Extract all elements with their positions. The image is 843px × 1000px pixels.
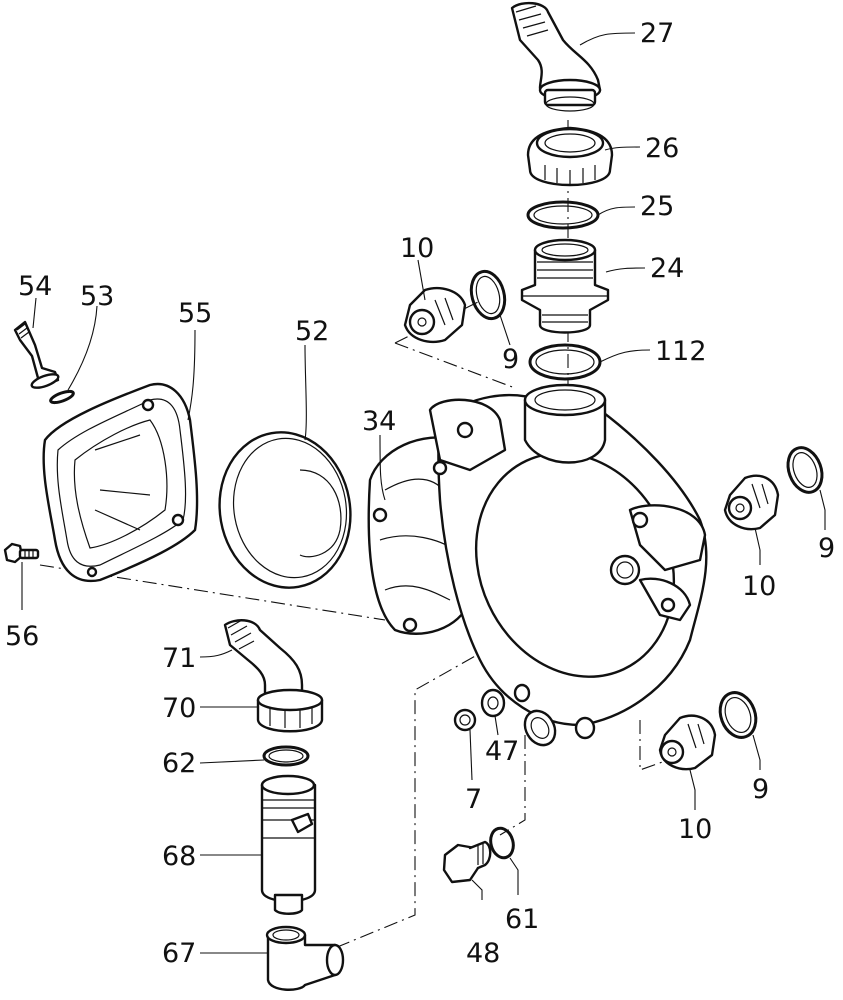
label-70: 70	[162, 693, 196, 724]
part-9-seal-bottom-right	[718, 691, 758, 739]
part-9-seal-right	[786, 446, 824, 494]
part-34-pump-housing	[367, 383, 708, 747]
part-55-diaphragm-cover	[42, 382, 199, 583]
label-67: 67	[162, 938, 196, 969]
part-48-drain-plug	[442, 840, 492, 884]
label-10-bottom-right: 10	[678, 814, 712, 845]
label-10-right: 10	[742, 571, 776, 602]
label-10-top-left: 10	[400, 233, 434, 264]
part-10-valve-top-left	[403, 286, 467, 344]
leader-lines	[21, 32, 826, 954]
part-56-bolt	[3, 542, 40, 564]
part-67-elbow	[265, 925, 345, 991]
label-34: 34	[362, 406, 396, 437]
part-70-union-nut	[256, 688, 324, 733]
label-68: 68	[162, 841, 196, 872]
part-54-air-valve	[13, 320, 60, 389]
label-24: 24	[650, 253, 684, 284]
part-7-nut	[453, 708, 477, 732]
part-61-seal	[489, 826, 515, 860]
part-26-union-nut	[526, 126, 614, 187]
label-112: 112	[655, 336, 707, 367]
part-9-seal-top-left	[469, 269, 507, 321]
part-62-o-ring	[262, 745, 310, 767]
label-54: 54	[18, 271, 52, 302]
part-10-valve-bottom-right	[658, 714, 717, 771]
label-52: 52	[295, 316, 329, 347]
part-labels: 27 26 25 24 112 10 9 10 9 10 9 54 53 55 …	[5, 18, 835, 969]
label-27: 27	[640, 18, 674, 49]
label-26: 26	[645, 133, 679, 164]
part-53-washer	[49, 389, 75, 405]
part-47-washer	[480, 688, 506, 718]
label-9-right: 9	[818, 533, 835, 564]
part-27-hose-elbow	[510, 1, 602, 112]
label-9-top-left: 9	[502, 344, 519, 375]
label-47: 47	[485, 736, 519, 767]
label-56: 56	[5, 621, 39, 652]
label-55: 55	[178, 298, 212, 329]
part-68-filter	[260, 774, 317, 915]
label-71: 71	[162, 643, 196, 674]
label-7: 7	[465, 784, 482, 815]
part-112-o-ring	[528, 343, 602, 381]
label-48: 48	[466, 938, 500, 969]
part-24-nipple	[520, 238, 610, 334]
label-25: 25	[640, 191, 674, 222]
part-52-diaphragm	[218, 431, 352, 589]
label-62: 62	[162, 748, 196, 779]
label-9-bottom-right: 9	[752, 774, 769, 805]
label-53: 53	[80, 281, 114, 312]
part-10-valve-right	[723, 474, 780, 531]
label-61: 61	[505, 904, 539, 935]
part-25-o-ring	[526, 200, 600, 230]
